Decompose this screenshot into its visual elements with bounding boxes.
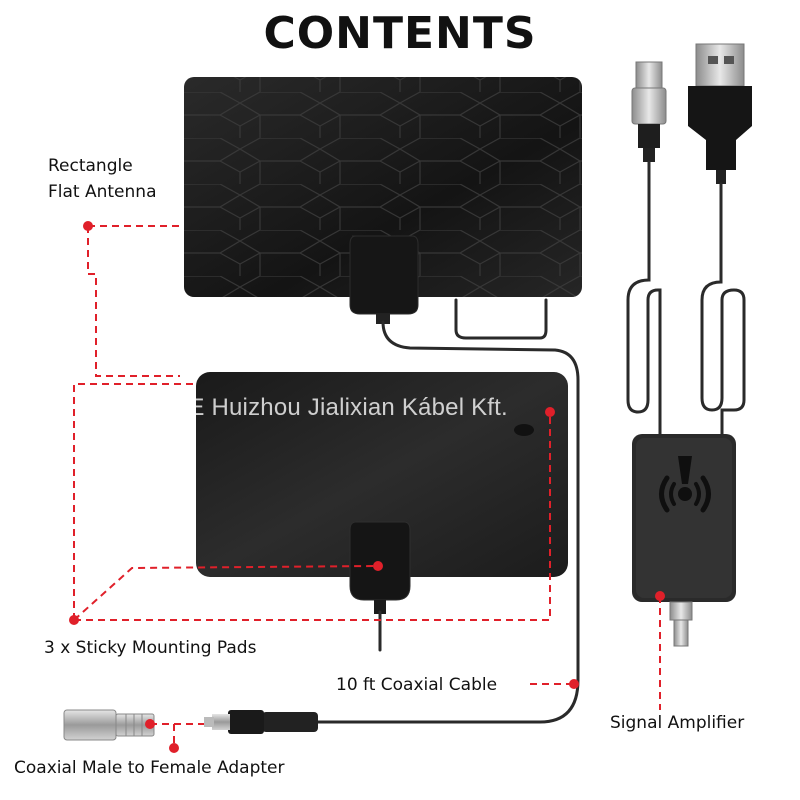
coaxial-male-connector	[204, 710, 318, 734]
coaxial-adapter	[63, 709, 155, 741]
page-title: CONTENTS	[263, 8, 537, 59]
coaxial-cable	[316, 298, 580, 724]
watermark: ROE Huizhou Jialixian Kábel Kft.	[152, 394, 508, 421]
amplifier-input-connectors	[631, 43, 752, 184]
flat-antenna-back	[196, 372, 568, 614]
label-mounting-pads: 3 x Sticky Mounting Pads	[44, 638, 257, 658]
label-antenna-line1: Rectangle	[48, 156, 133, 176]
label-coaxial-cable: 10 ft Coaxial Cable	[336, 675, 498, 695]
label-antenna-line2: Flat Antenna	[48, 182, 157, 202]
signal-amplifier	[632, 434, 736, 647]
callout-lines	[73, 225, 661, 748]
signal-icon	[659, 456, 711, 513]
callout-dots	[69, 221, 665, 753]
label-adapter: Coaxial Male to Female Adapter	[14, 758, 285, 778]
amplifier-cables	[626, 160, 746, 438]
flat-antenna-front	[184, 77, 582, 324]
label-signal-amplifier: Signal Amplifier	[610, 713, 745, 733]
